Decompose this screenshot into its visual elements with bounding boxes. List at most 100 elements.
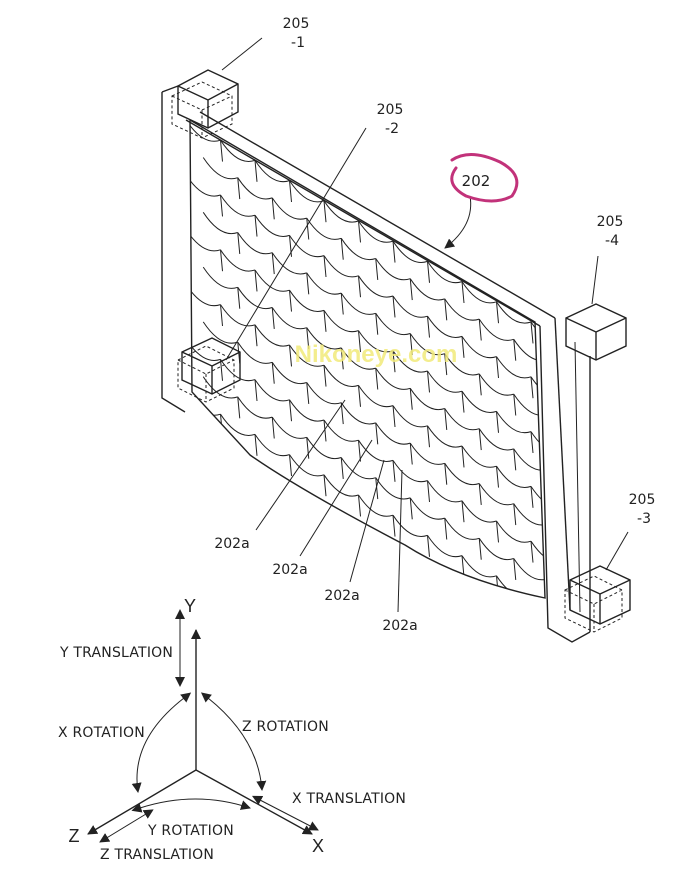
segment-separator	[254, 160, 258, 182]
segment-separator	[271, 197, 275, 220]
segment-edge	[271, 416, 307, 439]
segment-separator	[358, 220, 361, 243]
segment-separator	[513, 448, 517, 471]
x-rotation-label: X ROTATION	[58, 725, 145, 741]
segment-edge	[237, 177, 273, 200]
segment-edge	[478, 538, 514, 560]
segment-edge	[409, 388, 445, 410]
segment-edge	[358, 275, 394, 298]
segment-separator	[289, 454, 292, 477]
segment-edge	[548, 414, 583, 435]
axis-y-label: Y	[184, 596, 196, 616]
segment-edge	[530, 321, 545, 344]
segment-edge	[190, 120, 221, 142]
label-205-4-num: 205	[597, 214, 624, 230]
segment-separator	[289, 180, 292, 203]
segment-edge	[530, 376, 545, 399]
segment-separator	[254, 215, 258, 237]
segment-separator	[358, 275, 361, 298]
segment-edge	[375, 313, 411, 335]
segment-separator	[530, 541, 534, 563]
segment-separator	[254, 379, 258, 402]
segment-edge	[289, 235, 325, 258]
segment-separator	[548, 524, 550, 545]
segment-edge	[358, 439, 394, 462]
segment-edge	[306, 437, 342, 459]
segment-separator	[461, 500, 465, 523]
segment-separator	[548, 469, 550, 490]
segment-separator	[289, 235, 292, 257]
z-translation-arrow	[99, 809, 154, 843]
segment-separator	[566, 397, 568, 418]
segment-edge	[375, 477, 411, 500]
segment-edge	[220, 413, 256, 436]
segment-separator	[478, 319, 482, 341]
segment-separator	[427, 425, 430, 448]
segment-separator	[306, 382, 310, 404]
segment-edge	[254, 379, 290, 402]
segment-separator	[409, 388, 413, 410]
segment-separator	[530, 595, 534, 598]
segment-edge	[375, 258, 411, 281]
segment-separator	[496, 411, 499, 433]
segment-edge	[409, 442, 445, 465]
segment-edge	[478, 428, 514, 451]
segment-edge	[306, 327, 342, 350]
segment-edge	[289, 454, 325, 477]
segment-edge	[496, 356, 532, 379]
segment-edge	[220, 139, 256, 162]
leader-202a-4	[397, 469, 403, 613]
segment-edge	[220, 304, 256, 327]
segment-separator	[237, 177, 241, 200]
segment-edge	[427, 370, 463, 393]
segment-separator	[340, 347, 344, 370]
segment-separator	[306, 272, 310, 295]
leader-205-3	[605, 531, 629, 571]
highlight-circle	[450, 153, 519, 203]
segment-edge	[237, 287, 273, 309]
leader-205-4	[591, 255, 599, 305]
segment-edge	[190, 229, 221, 252]
segment-separator	[427, 370, 430, 393]
segment-separator	[392, 515, 396, 537]
x-translation-label: X TRANSLATION	[292, 791, 406, 807]
segment-separator	[548, 360, 550, 381]
segment-edge	[358, 494, 394, 517]
segment-edge	[461, 500, 497, 523]
segment-edge	[220, 249, 256, 272]
y-translation-label: Y TRANSLATION	[59, 645, 173, 661]
segment-edge	[306, 272, 342, 295]
segment-edge	[461, 445, 497, 468]
segment-edge	[444, 517, 480, 540]
label-202a-3: 202a	[324, 588, 359, 604]
segment-separator	[478, 428, 482, 451]
segment-separator	[583, 544, 585, 565]
segment-separator	[323, 255, 327, 278]
segment-separator	[530, 486, 534, 508]
leader-202	[444, 195, 472, 249]
segment-separator	[323, 200, 327, 223]
leader-202a-2	[299, 439, 373, 557]
segment-edge	[444, 353, 480, 376]
segment-separator	[496, 520, 499, 543]
segment-separator	[271, 252, 275, 275]
segment-edge	[289, 399, 325, 422]
z-translation-label: Z TRANSLATION	[100, 847, 214, 863]
label-205-4-sub: -4	[605, 233, 619, 249]
leader-202a-3	[349, 459, 385, 583]
segment-edge	[271, 362, 307, 384]
segment-edge	[190, 284, 221, 307]
segment-separator	[306, 218, 310, 240]
segment-separator	[461, 391, 465, 413]
segment-edge	[513, 503, 545, 526]
label-205-2-num: 205	[377, 102, 404, 118]
segment-separator	[323, 365, 327, 387]
segment-edge	[358, 330, 394, 353]
segment-separator	[375, 258, 379, 280]
label-202a-2: 202a	[272, 562, 307, 578]
segment-separator	[461, 445, 465, 468]
segment-edge	[444, 298, 480, 321]
segment-separator	[392, 241, 396, 263]
segment-separator	[220, 140, 223, 162]
